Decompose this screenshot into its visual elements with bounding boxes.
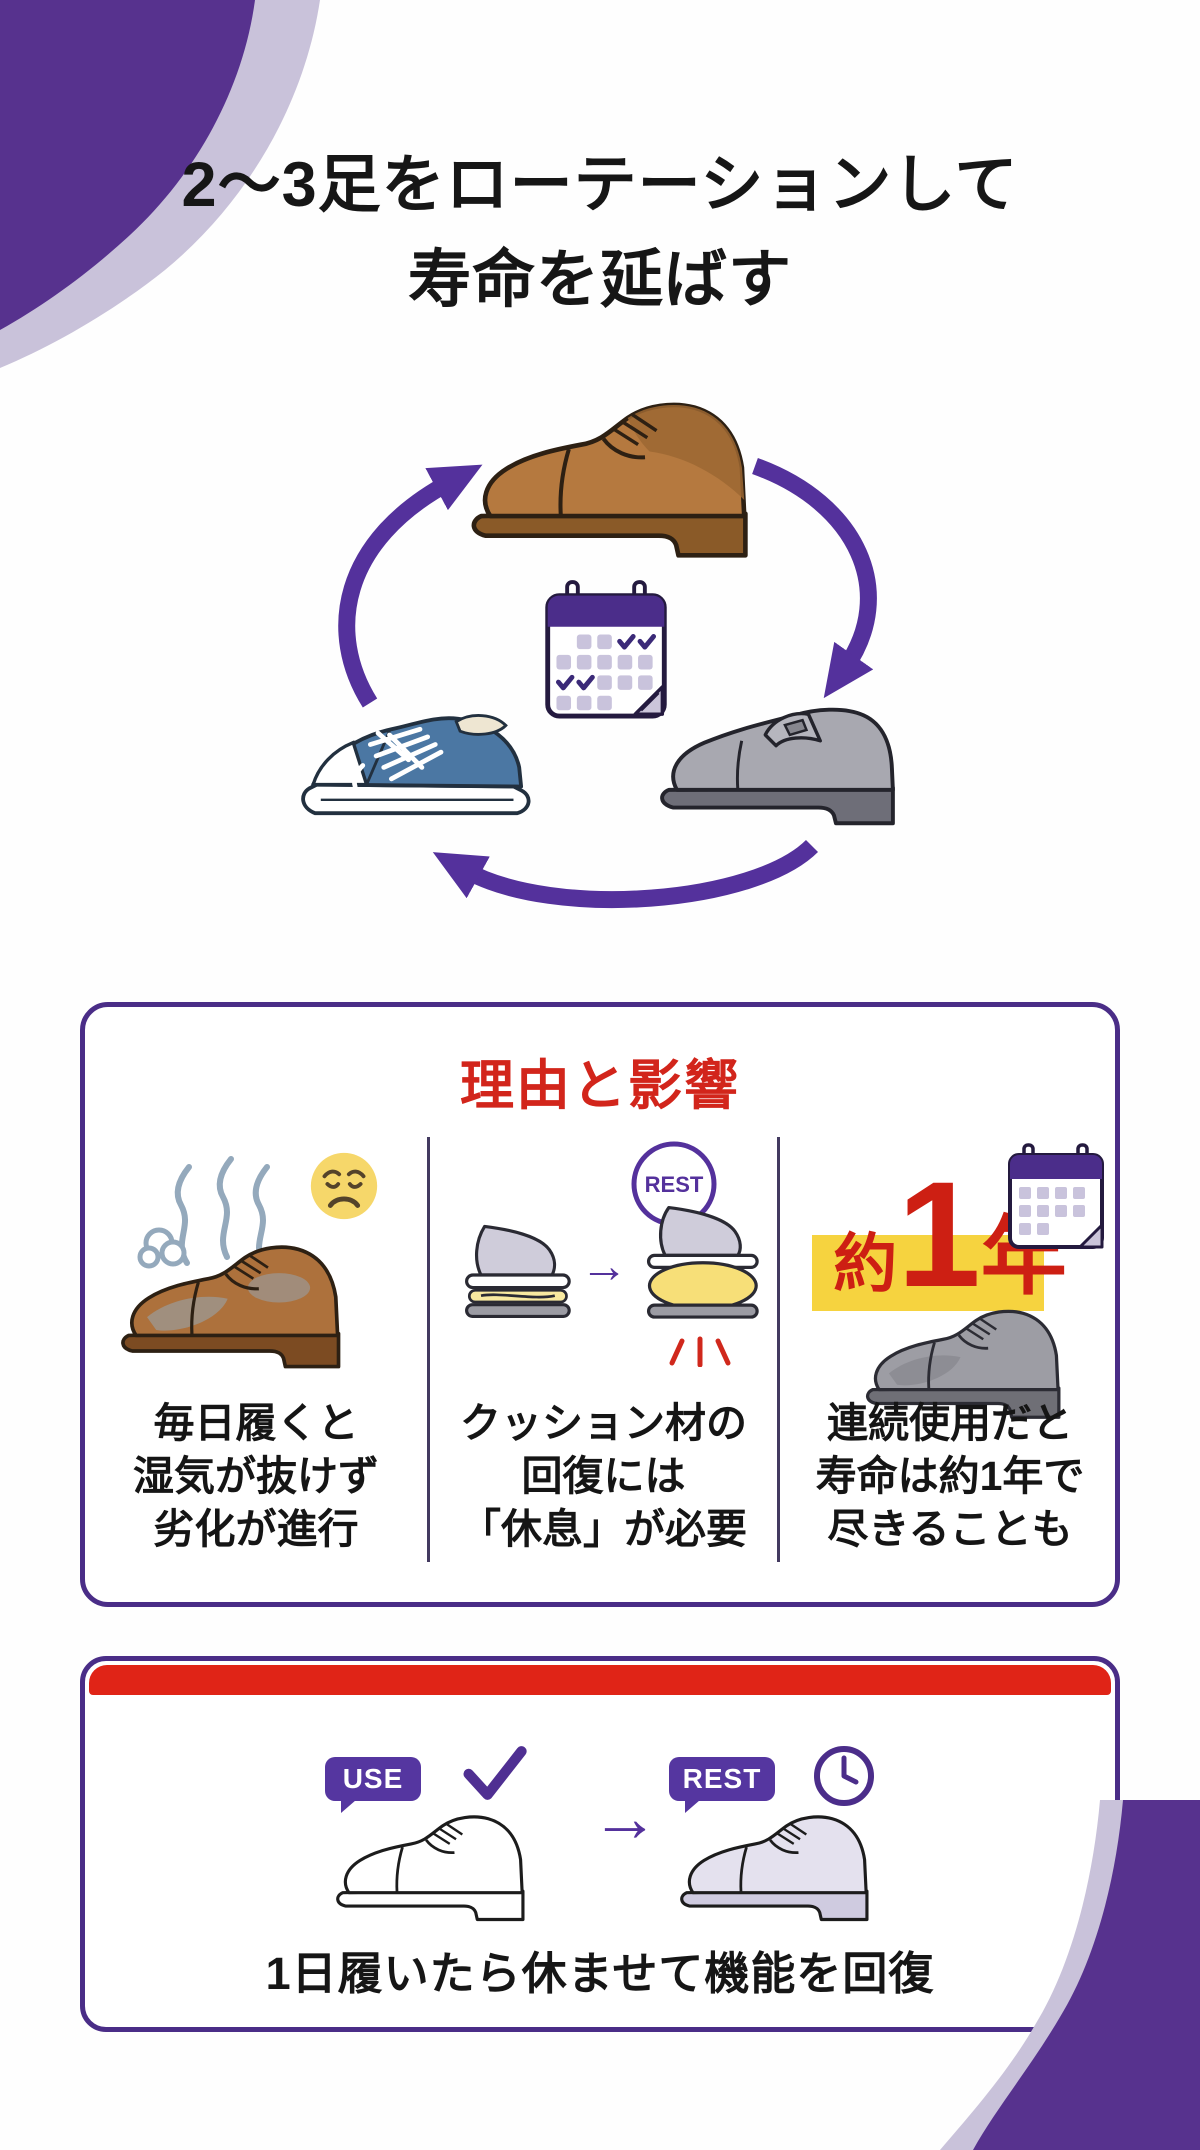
page-title-line2: 寿命を延ばす [408,244,792,315]
steam-icon [137,1156,270,1269]
yellow-highlight [812,1235,1044,1311]
one-year-text: 約1年 [833,1150,1067,1318]
rest-shoe-icon [680,1815,869,1922]
reasons-heading: 理由と影響 [460,1056,740,1116]
rest-badge: REST [669,1757,775,1813]
page-title: 2〜3足をローテーションして 寿命を延ばす [0,138,1200,327]
clock-icon [814,1746,874,1806]
cushion-compressed-icon [465,1224,571,1318]
use-badge: USE [325,1757,421,1813]
rest-bubble-label: REST [645,1172,704,1197]
reason-column-one-year: 約1年 [780,1137,1120,1567]
use-shoe-icon [336,1815,525,1922]
arrow-right-icon: → [591,1780,659,1856]
rotation-arrows-icon [338,458,877,909]
column-divider [777,1137,780,1562]
rotation-diagram [250,378,950,940]
one-year-highlight-group: 約1年 [780,1143,1120,1318]
sad-face-icon [310,1152,378,1220]
reason-text-one-year: 連続使用だと 寿命は約1年で 尽きることも [815,1400,1085,1552]
reason-column-cushion-rest: REST → クッション材の [430,1137,777,1567]
page-title-line1: 2〜3足をローテーションして [181,150,1019,220]
reasons-panel: 理由と影響 [80,1002,1120,1607]
worn-shoe-icon [121,1245,341,1369]
reason-text-cushion-rest: クッション材の 回復には 「休息」が必要 [460,1400,747,1552]
dress-shoe-icon [471,402,748,558]
reason-column-daily-wear: 毎日履くと 湿気が抜けず 劣化が進行 [85,1137,427,1567]
red-accent-band [89,1665,1111,1695]
impact-marks-icon [669,1336,731,1367]
routine-caption: 1日履いたら休ませて機能を回復 [265,1948,935,1999]
check-icon [463,1746,527,1800]
arrow-right-icon: → [580,1240,628,1293]
column-divider [427,1137,430,1562]
cushion-recovered-icon [646,1205,759,1319]
daily-routine-panel: USE → REST 1日履いたら休ませて機能を回復 [80,1656,1120,2032]
gray-shoe-icon [865,1309,1061,1419]
calendar-icon [545,580,667,719]
mini-calendar-icon [1008,1143,1104,1249]
loafer-icon [660,707,895,826]
reason-text-daily-wear: 毎日履くと 湿気が抜けず 劣化が進行 [133,1400,379,1552]
sneaker-icon [301,714,531,816]
